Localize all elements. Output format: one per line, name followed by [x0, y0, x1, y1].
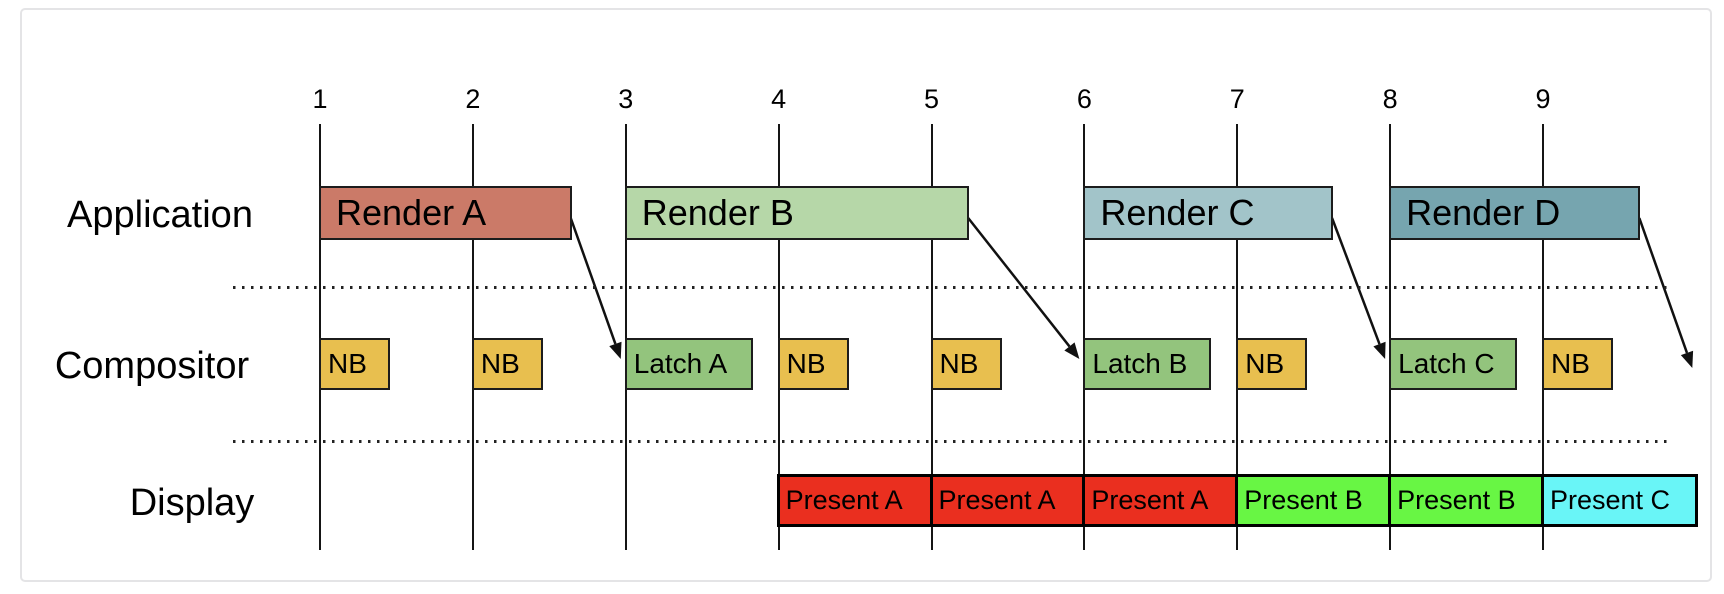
- nb-block: NB: [930, 338, 1002, 390]
- vsync-tick-label: 1: [312, 84, 328, 114]
- present-block: Present A: [776, 474, 934, 527]
- present-block: Present B: [1388, 474, 1545, 527]
- vsync-tick-label: 9: [1535, 84, 1551, 114]
- present-block: Present B: [1235, 474, 1393, 527]
- vsync-line: [777, 124, 780, 550]
- vsync-line: [471, 124, 474, 550]
- render-block: Render B: [624, 186, 970, 240]
- row-separator: [233, 286, 1672, 289]
- row-separator: [233, 440, 1672, 443]
- nb-block: NB: [1542, 338, 1613, 390]
- vsync-tick-label: 4: [771, 84, 787, 114]
- present-block: Present A: [1082, 474, 1240, 527]
- nb-block: NB: [471, 338, 543, 390]
- latch-block: Latch A: [624, 338, 753, 390]
- render-block: Render D: [1389, 186, 1641, 240]
- diagram-frame: [20, 8, 1712, 582]
- present-block: Present A: [929, 474, 1087, 527]
- vsync-line: [1236, 124, 1239, 550]
- vsync-line: [1542, 124, 1544, 550]
- row-label-compositor: Compositor: [54, 345, 250, 387]
- vsync-line: [1389, 124, 1392, 550]
- nb-block: NB: [319, 338, 390, 390]
- nb-block: NB: [1236, 338, 1308, 390]
- vsync-tick-label: 2: [465, 84, 481, 114]
- row-label-application: Application: [67, 194, 253, 236]
- vsync-tick-label: 8: [1382, 84, 1398, 114]
- vsync-line: [930, 124, 933, 550]
- latch-block: Latch B: [1083, 338, 1212, 390]
- render-block: Render A: [319, 186, 572, 240]
- row-label-display: Display: [129, 482, 255, 524]
- latch-block: Latch C: [1389, 338, 1518, 390]
- vsync-line: [319, 124, 321, 550]
- vsync-line: [1083, 124, 1086, 550]
- vsync-tick-label: 7: [1229, 84, 1245, 114]
- present-block: Present C: [1541, 474, 1698, 527]
- render-block: Render C: [1083, 186, 1334, 240]
- vsync-tick-label: 3: [618, 84, 634, 114]
- vsync-tick-label: 6: [1076, 84, 1092, 114]
- vsync-tick-label: 5: [923, 84, 940, 114]
- nb-block: NB: [777, 338, 849, 390]
- vsync-line: [624, 124, 627, 550]
